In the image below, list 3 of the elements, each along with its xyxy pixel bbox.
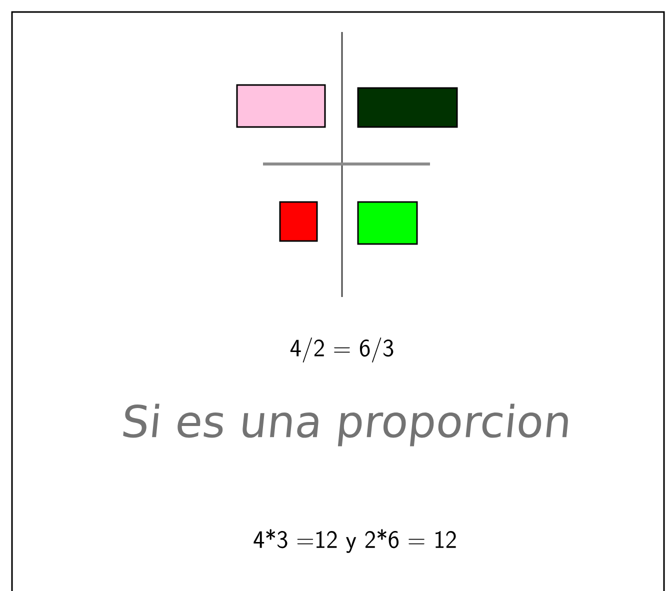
handwritten-answer: Si es una proporcion [123, 404, 568, 446]
equation-text: 4/2 = 6/3 [290, 338, 394, 362]
equation-text: 4*3 =12 y 2*6 = 12 [254, 529, 456, 553]
